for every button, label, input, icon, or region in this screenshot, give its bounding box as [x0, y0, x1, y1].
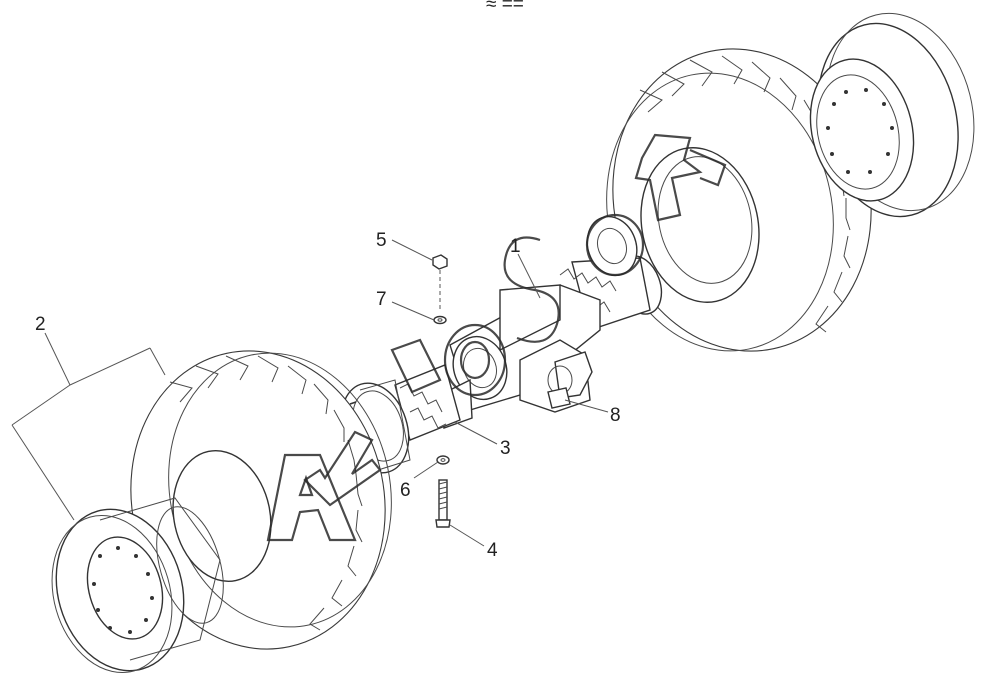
- fasteners: [432, 254, 451, 528]
- watermark: [266, 133, 727, 542]
- left-rim: [51, 497, 224, 674]
- right-rim-bolt-holes: [826, 88, 894, 174]
- bolt-4: [435, 479, 451, 528]
- top-mark: ≈ ==: [486, 0, 524, 15]
- right-wheel: [606, 12, 975, 352]
- left-wheel: [51, 350, 392, 674]
- right-tire: [606, 48, 872, 352]
- callout-2: 2: [35, 314, 46, 335]
- nut-5: [432, 254, 448, 270]
- left-rim-bolt-holes: [92, 546, 154, 634]
- left-tire: [130, 350, 392, 650]
- right-rim: [809, 12, 975, 218]
- washer-6: [436, 455, 450, 465]
- callout-5: 5: [376, 230, 387, 251]
- callout-3: 3: [500, 438, 511, 459]
- callouts: 1 2 3 4 5 6 7 8: [11, 230, 621, 561]
- left-tire-treads: [169, 355, 363, 631]
- washer-7: [433, 315, 447, 325]
- callout-6: 6: [400, 480, 411, 501]
- callout-4: 4: [487, 540, 498, 561]
- callout-8: 8: [610, 405, 621, 426]
- callout-7: 7: [376, 289, 387, 310]
- pivot-block: [519, 339, 593, 413]
- axle-assembly: [340, 215, 663, 474]
- callout-1: 1: [510, 236, 521, 257]
